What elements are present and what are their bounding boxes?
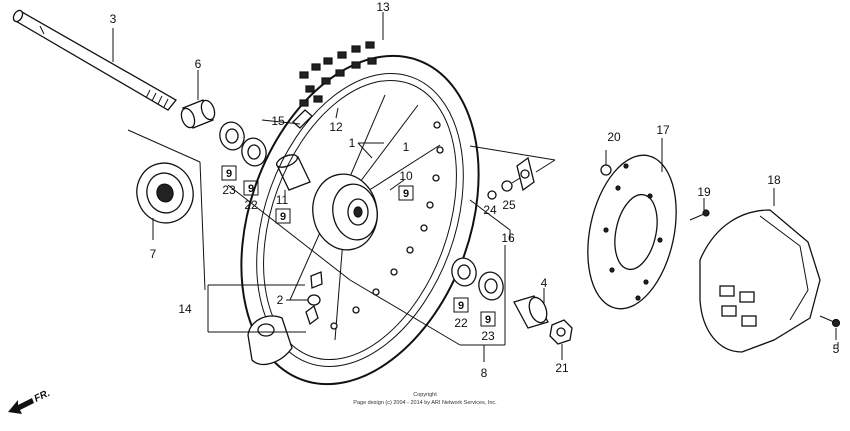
bearing-right-outer [451, 257, 477, 287]
boxed-ref-1: 9 [221, 165, 237, 181]
cover-bolt [689, 209, 710, 221]
svg-text:9: 9 [226, 168, 232, 180]
callout-21: 20 [607, 130, 621, 144]
boxed-ref-2: 9 [243, 180, 259, 196]
front-axle [12, 9, 177, 111]
callout-13: 14 [178, 302, 192, 316]
callout-6: 7 [150, 247, 157, 261]
brake-disc [587, 154, 677, 310]
boxed-ref-4: 9 [398, 185, 414, 201]
callout-22a: 22 [244, 198, 258, 212]
callout-20: 21 [555, 361, 569, 375]
callout-7: 10 [399, 169, 413, 183]
boxed-ref-5: 9 [453, 297, 469, 313]
callout-3: 3 [110, 12, 117, 26]
side-collar-right [513, 295, 549, 329]
callout-17: 18 [767, 173, 781, 187]
callout-5: 6 [195, 57, 202, 71]
svg-text:9: 9 [248, 183, 254, 195]
hub-nut [487, 190, 497, 200]
speedometer-gear-bracket [516, 156, 535, 192]
callout-14: 15 [271, 114, 285, 128]
disc-cover [699, 209, 821, 353]
callout-22b: 22 [454, 316, 468, 330]
callout-12: 13 [376, 0, 390, 14]
callout-8: 11 [276, 193, 289, 207]
callout-16: 17 [656, 123, 670, 137]
spoke-nipples [330, 121, 444, 330]
valve-nut [307, 294, 321, 306]
front-direction-arrow: FR. [8, 388, 52, 414]
callout-18: 19 [697, 185, 711, 199]
svg-text:9: 9 [485, 314, 491, 326]
svg-text:9: 9 [403, 188, 409, 200]
boxed-ref-6: 9 [480, 311, 496, 327]
callout-11: 12 [329, 120, 343, 134]
footer-page-design: Page design (c) 2004 - 2014 by ARI Netwo… [353, 400, 497, 406]
valve-stem [305, 304, 319, 326]
callout-23a: 23 [222, 183, 236, 197]
bearing-left-inner [241, 137, 267, 167]
svg-text:9: 9 [280, 211, 286, 223]
side-collar [136, 162, 194, 224]
axle-nut [549, 319, 573, 345]
valve-cap [310, 271, 323, 289]
bearing-right-inner [478, 271, 504, 301]
callout-10: 8 [481, 366, 488, 380]
callout-15: 16 [501, 231, 515, 245]
svg-text:9: 9 [458, 300, 464, 312]
tire-tread [299, 41, 377, 107]
footer-copyright: Copyright [413, 392, 437, 398]
callout-25: 25 [502, 198, 516, 212]
cover-mount-bolt [819, 315, 841, 328]
hub-bolt [501, 177, 521, 192]
callout-23b: 23 [481, 329, 495, 343]
bearing-left-outer [219, 121, 245, 151]
callout-1b: 1 [403, 140, 410, 154]
distance-collar [275, 154, 311, 191]
callout-19: 5 [833, 342, 840, 356]
callout-1a: 1 [349, 136, 356, 150]
callout-24: 24 [483, 203, 497, 217]
direction-label: FR. [33, 388, 52, 405]
disc-bolt [600, 150, 612, 176]
front-hub [312, 173, 378, 251]
callout-4: 4 [541, 276, 548, 290]
tire-section [247, 315, 293, 365]
boxed-ref-3: 9 [275, 208, 291, 224]
callout-2: 2 [277, 293, 284, 307]
axle-collar [180, 99, 216, 129]
